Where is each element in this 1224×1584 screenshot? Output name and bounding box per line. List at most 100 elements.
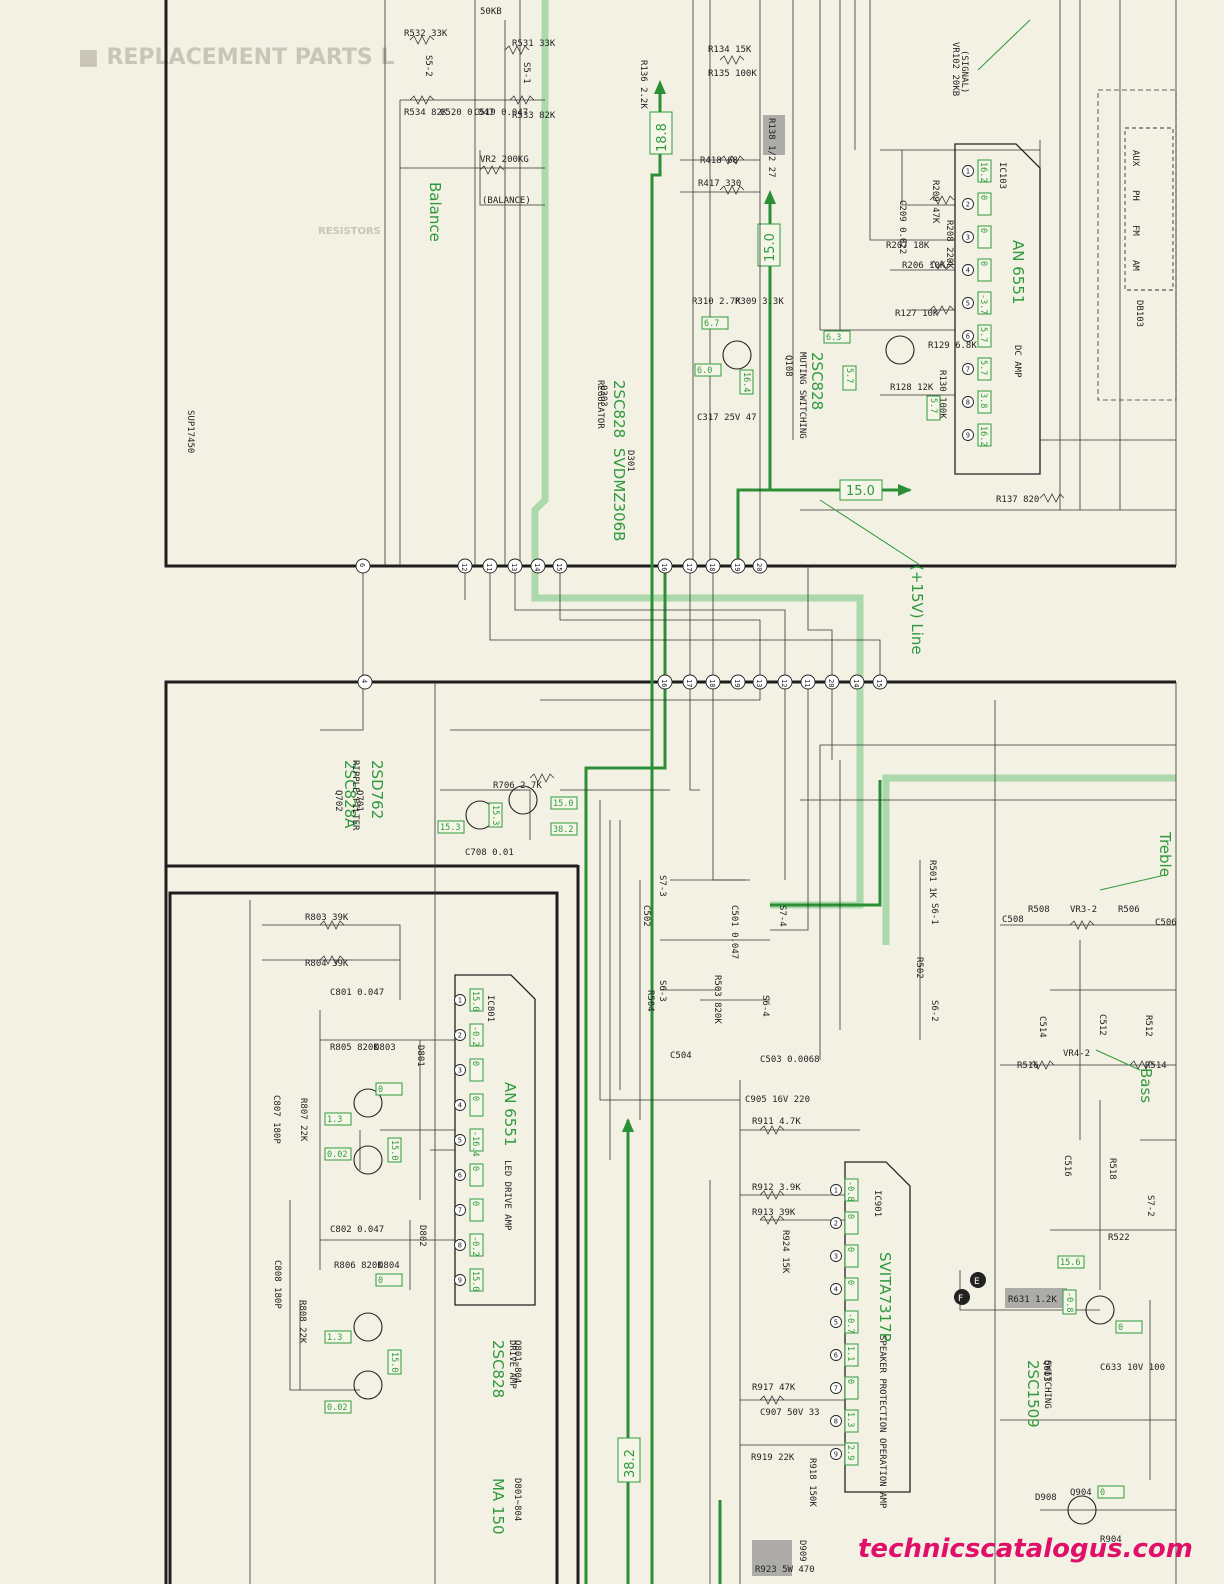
connector-pin: 19 [730,674,746,690]
transistor-ref: Q603 [1041,1360,1051,1382]
svg-text:15.0: 15.0 [470,991,480,1011]
svg-text:6.3: 6.3 [826,333,841,343]
component-r904: R904 [1100,1535,1122,1545]
transistor-part: MA 150 [489,1478,507,1535]
svg-text:11: 11 [485,563,493,571]
plus15-line-label: (+15V) Line [908,565,926,655]
ic-pin-voltage: -0.8 [844,1178,859,1202]
svg-text:0: 0 [845,1247,855,1252]
component-r631: R631 1.2K [1008,1295,1057,1305]
voltage-v_q701b: 38.2 [550,822,578,836]
component-s73: S7-3 [657,875,667,897]
component-s72: S7-2 [1145,1195,1155,1217]
component-r136: R136 2.2K [638,60,648,109]
ic-pin-voltage: -3.7 [977,291,992,315]
wiring [249,0,1177,1584]
transistor-ref: Q108 [783,355,793,377]
connector-pin: 16 [657,558,673,574]
svg-text:7: 7 [966,366,970,374]
svg-text:1.3: 1.3 [327,1333,342,1343]
treble-label: Treble [1156,831,1174,877]
transistor-role: RIPPLE FILTER [350,760,360,831]
rail-38-2: 38.2 [617,1437,641,1483]
voltage-v_q702: 15.3 [488,802,503,828]
component-r522: R522 [1108,1233,1130,1243]
ic-pin: 9 [830,1448,842,1460]
svg-text:0: 0 [978,195,988,200]
svg-text:5.7: 5.7 [928,398,938,413]
ic-pin: 9 [454,1274,466,1286]
component-r531: R531 33K [512,39,556,49]
svg-text:19: 19 [733,563,741,571]
connector-pin: 11 [800,674,816,690]
ic-part-name: SVITA7317P [876,1252,894,1342]
svg-text:11: 11 [803,679,811,687]
component-r913: R913 39K [752,1208,796,1218]
svg-text:8: 8 [458,1242,462,1250]
component-c209: C209 0.022 [897,200,907,254]
component-c504: C504 [670,1051,692,1061]
voltage-v_q904: 0 [1097,1485,1125,1499]
voltage-v_q303b: 6.0 [694,363,722,377]
component-r911: R911 4.7K [752,1117,801,1127]
component-s51: S5-1 [521,62,531,84]
transistor-role: MUTING SWITCHING [797,352,807,439]
svg-text:5.7: 5.7 [844,368,854,383]
connector-pin: 19 [730,558,746,574]
component-c516: C516 [1062,1155,1072,1177]
voltage-v_q802d: 0.02 [324,1400,352,1414]
component-r533: R533 82K [512,111,556,121]
balance-label: Balance [426,182,444,242]
component-r514: R514 [1145,1061,1167,1071]
ic-pin: 3 [830,1250,842,1262]
svg-text:1: 1 [966,168,970,176]
component-d802: D802 [417,1225,427,1247]
svg-text:15.0: 15.0 [846,484,875,499]
transistor-part: 2SC828 [610,380,628,438]
component-r518: R518 [1107,1158,1117,1180]
rail-15-0-vertical: 15.0 [757,223,781,267]
component-r808: R808 22K [297,1300,307,1344]
svg-text:5: 5 [458,1137,462,1145]
svg-text:5.7: 5.7 [978,327,988,342]
ic-pin-voltage: 0 [469,1058,484,1082]
svg-text:0: 0 [470,1096,480,1101]
component-r512: R512 [1143,1015,1153,1037]
component-r130: R130 100K [937,370,947,419]
component-c802: C802 0.047 [330,1225,384,1235]
svg-text:15: 15 [555,563,563,571]
component-r309: R309 3.3K [735,297,784,307]
voltage-v_q802c: 15.0 [387,1349,402,1375]
svg-text:0.02: 0.02 [327,1150,347,1160]
component-d803: D803 [374,1043,396,1053]
component-r923: R923 5W 470 [755,1565,815,1575]
ic-pin: 3 [454,1064,466,1076]
connector-pin: 12 [777,674,793,690]
board-label: SUP17450 [185,410,195,453]
svg-text:9: 9 [458,1277,462,1285]
voltage-v_q701a: 15.0 [550,796,578,810]
component-c502: C502 [641,905,651,927]
voltage-v_q603b: -0.8 [1062,1289,1077,1315]
svg-text:15.0: 15.0 [763,233,778,262]
svg-text:15.0: 15.0 [553,799,573,809]
connector-pin: 16 [657,674,673,690]
ic-pin-voltage: 5.7 [977,357,992,381]
svg-text:-0.2: -0.2 [470,1236,480,1256]
svg-text:5.7: 5.7 [978,360,988,375]
svg-text:1: 1 [834,1187,838,1195]
component-vr4: VR4-2 [1063,1049,1090,1059]
component-c801: C801 0.047 [330,988,384,998]
transistor-ref: Q701 [354,790,364,812]
component-r805: R805 820K [330,1043,379,1053]
component-s52: S5-2 [423,55,433,77]
component-r532: R532 33K [404,29,448,39]
connector-pin: 12 [457,558,473,574]
component-r919: R919 22K [751,1453,795,1463]
resistor-symbols [319,35,1155,1405]
svg-text:15.6: 15.6 [1060,1258,1080,1268]
